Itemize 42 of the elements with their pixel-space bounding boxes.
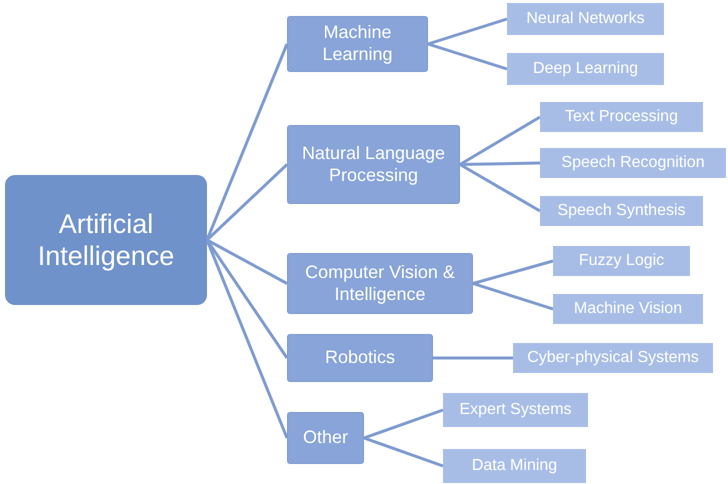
node-label: Machine Vision (574, 299, 682, 319)
category-box (287, 16, 428, 72)
category-box (287, 412, 364, 464)
subtopic-box (553, 294, 703, 324)
node-label: Data Mining (472, 456, 558, 476)
node-label: Artificial Intelligence (36, 208, 176, 272)
subtopic-box (540, 148, 726, 178)
category-box (287, 125, 460, 204)
subtopic-box (507, 53, 664, 85)
node-label: Neural Networks (526, 9, 645, 29)
subtopic-box (540, 102, 703, 132)
category-box (287, 253, 473, 314)
connector-line (472, 260, 554, 285)
connector-line (472, 282, 554, 310)
connector-line (364, 408, 444, 440)
node-label: Speech Recognition (561, 153, 705, 173)
subtopic-box (507, 3, 664, 35)
connector-line (459, 163, 541, 212)
node-label: Text Processing (565, 107, 678, 127)
subtopic-box (443, 449, 586, 483)
connector-line (433, 356, 513, 360)
category-box (287, 334, 433, 382)
node-label: Computer Vision & Intelligence (304, 262, 456, 306)
connector-line (206, 238, 288, 285)
subtopic-box (443, 393, 588, 427)
connector-line (459, 116, 541, 166)
node-label: Machine Learning (321, 22, 394, 66)
topic-box (5, 175, 207, 305)
connector-line (428, 18, 508, 46)
subtopic-box (513, 343, 713, 373)
node-label: Natural Language Processing (300, 142, 446, 186)
subtopic-box (540, 196, 703, 226)
subtopic-box (553, 246, 690, 276)
node-label: Deep Learning (533, 59, 638, 79)
node-label: Fuzzy Logic (578, 251, 664, 271)
node-label: Cyber-physical Systems (527, 348, 699, 368)
connector-line (428, 42, 508, 70)
node-label: Robotics (324, 347, 396, 369)
node-label: Other (302, 427, 348, 449)
connector-line (364, 436, 444, 468)
node-label: Speech Synthesis (557, 201, 686, 221)
node-label: Expert Systems (459, 400, 572, 420)
